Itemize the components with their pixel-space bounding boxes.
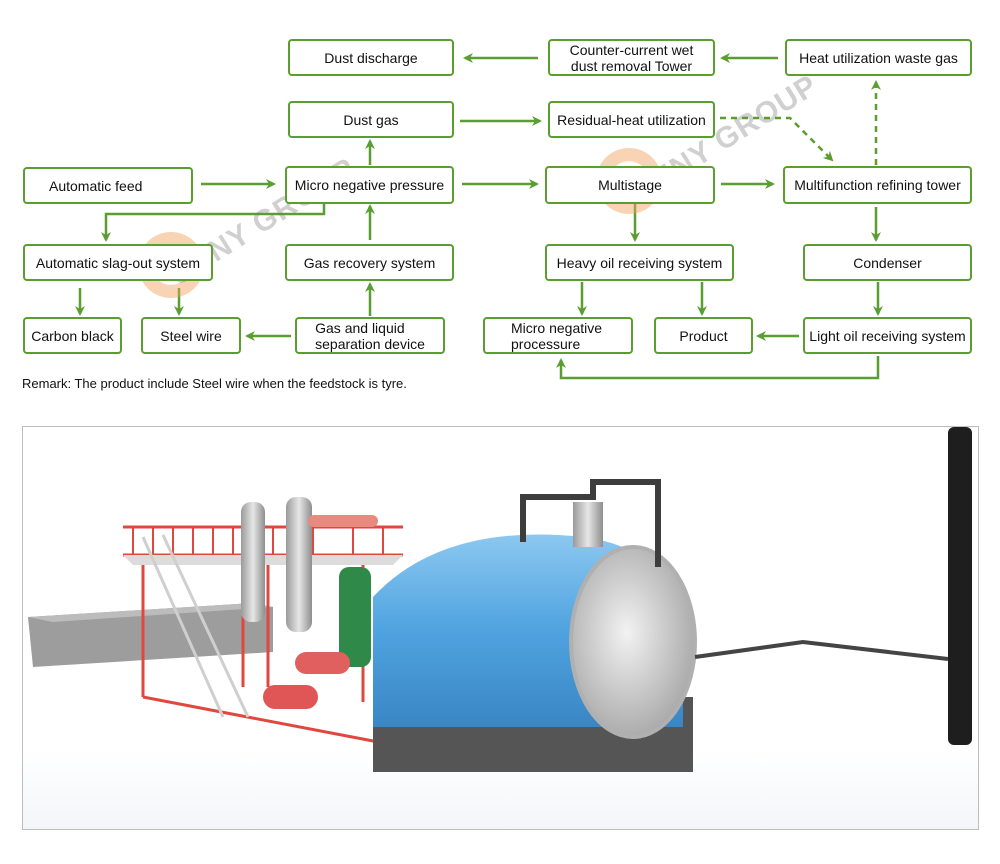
stair xyxy=(141,534,250,718)
gas-pipe xyxy=(694,639,949,661)
node-heavy-oil-receiving-system: Heavy oil receiving system xyxy=(545,244,734,281)
condenser-column xyxy=(286,497,312,632)
arrow-lightoil-to-processure xyxy=(556,356,880,380)
node-counter-current-tower: Counter-current wet dust removal Tower xyxy=(548,39,715,76)
node-dust-discharge: Dust discharge xyxy=(288,39,454,76)
node-condenser: Condenser xyxy=(803,244,972,281)
condenser-column xyxy=(241,502,265,622)
node-steel-wire: Steel wire xyxy=(141,317,241,354)
remark-note: Remark: The product include Steel wire w… xyxy=(22,376,407,391)
node-multifunction-refining-tower: Multifunction refining tower xyxy=(783,166,972,204)
oil-tank xyxy=(263,685,318,709)
oil-tank xyxy=(295,652,350,674)
gray-pool xyxy=(28,603,273,667)
chimney xyxy=(948,427,972,745)
reactor xyxy=(373,479,697,772)
red-pipe xyxy=(308,515,378,527)
node-carbon-black: Carbon black xyxy=(23,317,122,354)
node-product: Product xyxy=(654,317,753,354)
node-automatic-feed: Automatic feed xyxy=(23,167,193,204)
flow-arrows xyxy=(75,53,883,380)
node-heat-utilization-waste-gas: Heat utilization waste gas xyxy=(785,39,972,76)
node-micro-negative-pressure: Micro negative pressure xyxy=(285,166,454,204)
node-residual-heat-utilization: Residual-heat utilization xyxy=(548,101,715,138)
node-dust-gas: Dust gas xyxy=(288,101,454,138)
green-tank xyxy=(339,567,371,667)
node-micro-negative-processure: Micro negative processure xyxy=(483,317,633,354)
node-gas-liquid-separation-device: Gas and liquid separation device xyxy=(295,317,445,354)
node-automatic-slag-out-system: Automatic slag-out system xyxy=(23,244,213,281)
node-light-oil-receiving-system: Light oil receiving system xyxy=(803,317,972,354)
arrow-micro-to-slagout xyxy=(101,203,326,242)
node-gas-recovery-system: Gas recovery system xyxy=(285,244,454,281)
plant-rendering-image xyxy=(22,426,979,830)
process-flow-diagram: SUNY GROUP SUNY GROUP Dust discharge Cou… xyxy=(0,0,1000,400)
arrow-residual-to-tower-dashed xyxy=(720,116,834,162)
node-multistage: Multistage xyxy=(545,166,715,204)
